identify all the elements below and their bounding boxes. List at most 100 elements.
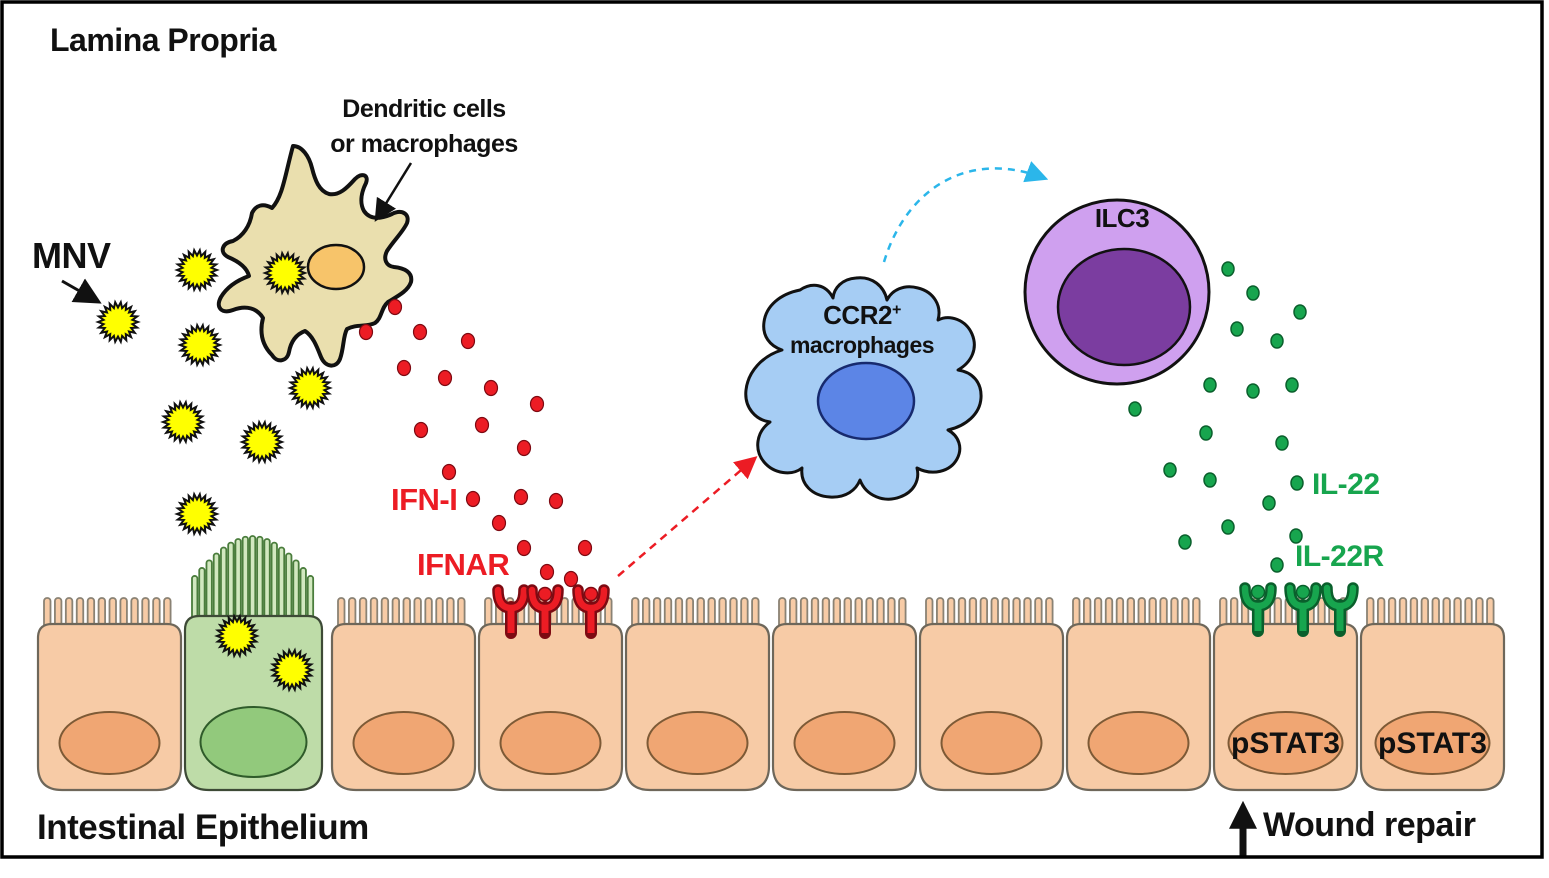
il22-molecule-dot (1230, 321, 1244, 337)
il22-molecule-dot (1290, 475, 1304, 491)
ifn-i-label: IFN-I (391, 482, 458, 517)
il22-molecule-dot (1293, 304, 1307, 320)
macrophage-to-ilc3-arrow (882, 161, 1049, 263)
mnv-arrow (61, 278, 102, 304)
il22-molecule-dot (1221, 261, 1235, 277)
il22-molecule-dot (1221, 519, 1235, 535)
intestinal-epithelium-label: Intestinal Epithelium (37, 808, 369, 847)
microvilli-tooth (227, 541, 235, 625)
epithelial-cell-nucleus (58, 711, 161, 775)
il22-molecule-dot (1203, 377, 1217, 393)
virus-particles (95, 247, 333, 693)
ifn-molecule-dot (396, 359, 412, 377)
ifn-molecule-dot (474, 416, 490, 434)
ilc3-label: ILC3 (1094, 203, 1150, 233)
bound-ligand-dot (583, 586, 599, 602)
ifn-molecule-dot (437, 369, 453, 387)
il22-receptor (1239, 582, 1277, 637)
lamina-propria-cells (61, 144, 1257, 856)
epithelial-cell (624, 597, 771, 792)
virus-particle (262, 250, 308, 296)
ifn-molecule-dot (412, 323, 428, 341)
wound-repair-label: Wound repair (1263, 806, 1476, 844)
virus-particle (174, 491, 220, 537)
epithelial-cell-nucleus (352, 711, 455, 775)
membrane-receptors (492, 582, 1359, 639)
ccr2-label-text: CCR2 (823, 300, 892, 330)
macrophages-label: macrophages (789, 332, 935, 358)
dendritic-label-arrow (374, 162, 413, 222)
epithelial-cell-nucleus (793, 711, 896, 775)
microvilli-tooth (234, 538, 242, 625)
virus-particle (269, 647, 315, 693)
epithelial-cell (918, 597, 1065, 792)
pstat3-label: pSTAT3 (1231, 727, 1340, 760)
microvilli-tooth (292, 559, 300, 625)
ifn-molecule-dot (465, 490, 481, 508)
il22-molecule-dot (1163, 462, 1177, 478)
microvilli-tooth (241, 535, 249, 625)
microvilli-tooth (212, 552, 221, 625)
virus-particle (160, 399, 206, 445)
ifnar-receptor (526, 584, 564, 639)
il22-molecule-dot (1262, 495, 1276, 511)
signal-molecules (358, 261, 1307, 588)
epithelial-cell-nucleus (1374, 711, 1491, 775)
microvilli-tooth (285, 552, 293, 625)
epithelial-cell-nucleus (940, 711, 1043, 775)
bound-ligand-dot (1295, 584, 1311, 600)
il22-molecule-dot (1270, 333, 1284, 349)
epithelial-cell (771, 597, 918, 792)
ifn-molecule-dot (460, 332, 476, 350)
epithelial-cell-nucleus (499, 711, 602, 775)
il22-molecule-dot (1246, 285, 1260, 301)
epithelial-cell-nucleus (1087, 711, 1190, 775)
dendritic-cell-nucleus (306, 243, 366, 291)
ifn-molecule-dot (516, 539, 532, 557)
ifn-molecule-dot (491, 514, 507, 532)
il22-molecule-dot (1203, 472, 1217, 488)
dendritic-cells-label-line1: Dendritic cells (342, 95, 506, 123)
intestinal-epithelium-row: pSTAT3 pSTAT3 (36, 535, 1506, 792)
ifnar-label: IFNAR (417, 547, 510, 582)
mnv-label: MNV (32, 235, 111, 276)
il22-molecule-dot (1246, 383, 1260, 399)
ifn-molecule-dot (387, 298, 403, 316)
ifn-molecule-dot (516, 439, 532, 457)
il22-receptor (1284, 582, 1322, 637)
dendritic-cells-label-line2: or macrophages (330, 130, 518, 158)
ifn-molecule-dot (441, 463, 457, 481)
il22-molecule-dot (1178, 534, 1192, 550)
il22-molecule-dot (1275, 435, 1289, 451)
il22-molecule-dot (1270, 557, 1284, 573)
il22-molecule-dot (1285, 377, 1299, 393)
ifn-molecule-dot (413, 421, 429, 439)
bound-ligand-dot (1250, 584, 1266, 600)
microvilli-tooth (205, 559, 213, 625)
virus-particle (95, 299, 141, 345)
dendritic-cells-label: Dendritic cells or macrophages (330, 92, 518, 162)
microvilli-tooth (263, 538, 271, 625)
ifn-molecule-dot (577, 539, 593, 557)
virus-particle (174, 247, 220, 293)
ccr2-macrophage-nucleus (816, 361, 916, 441)
il22-label: IL-22 (1312, 468, 1380, 501)
ilc3-nucleus (1056, 247, 1192, 367)
il22r-label: IL-22R (1295, 540, 1384, 573)
ifnar-receptor (572, 584, 610, 639)
epithelial-cell-nucleus (1227, 711, 1344, 775)
ifn-molecule-dot (358, 323, 374, 341)
microvilli-tooth (220, 546, 228, 625)
il22-receptor (1321, 582, 1359, 637)
microvilli-tooth (277, 546, 286, 625)
epithelial-cell-nucleus (646, 711, 749, 775)
microvilli-tooth (256, 535, 264, 625)
ccr2-plus-superscript: + (891, 300, 901, 319)
microvilli-tooth (270, 541, 278, 625)
il22-molecule-dot (1289, 528, 1303, 544)
epithelial-cell: pSTAT3 (1359, 597, 1506, 792)
epithelial-cell-nucleus (199, 706, 308, 778)
ifn-molecule-dot (548, 492, 564, 510)
